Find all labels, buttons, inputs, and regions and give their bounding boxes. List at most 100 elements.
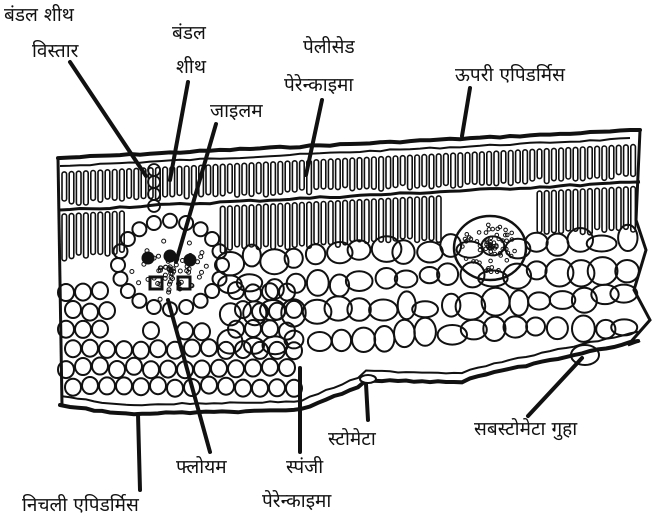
mesophyll-cell: [194, 323, 210, 340]
palisade-cell: [120, 169, 125, 201]
label-xylem: जाइलम: [210, 100, 263, 122]
small-bundle-cell: [491, 227, 495, 231]
sheath-extension-cell: [148, 164, 160, 176]
palisade-cell: [544, 191, 549, 234]
palisade-cell: [242, 163, 247, 195]
mesophyll-cell: [184, 340, 200, 357]
palisade-cell: [328, 159, 333, 189]
palisade-cell: [429, 196, 434, 240]
palisade-cell: [76, 171, 81, 205]
label-stomata: स्टोमेटा: [328, 428, 376, 450]
palisade-cell: [501, 151, 506, 183]
spongy-cell: [352, 328, 375, 352]
palisade-cell: [566, 148, 571, 179]
small-bundle-cell: [510, 231, 514, 235]
spongy-cell: [392, 240, 414, 264]
palisade-cell: [422, 197, 427, 241]
mesophyll-cell: [116, 377, 132, 394]
palisade-cell: [386, 156, 391, 188]
palisade-cell: [588, 189, 593, 235]
palisade-cell: [624, 145, 629, 176]
small-bundle-cell: [513, 249, 517, 253]
bundle-sheath-cell: [194, 222, 208, 236]
label-substomatal-cavity: सबस्टोमेटा गुहा: [474, 418, 577, 440]
small-bundle-cell: [490, 266, 494, 270]
palisade-cell: [616, 145, 621, 174]
spongy-cell: [308, 332, 332, 351]
palisade-cell: [372, 199, 377, 242]
spongy-cell: [587, 236, 617, 252]
bundle-sheath-cell: [132, 294, 146, 308]
phloem-cell: [130, 270, 134, 274]
spongy-cell: [482, 288, 510, 316]
phloem-cell: [178, 269, 182, 273]
spongy-cell: [243, 245, 261, 267]
mesophyll-cell: [262, 320, 278, 337]
palisade-cell: [379, 157, 384, 191]
palisade-cell: [588, 147, 593, 179]
spongy-cell: [610, 285, 637, 303]
phloem-cell: [137, 281, 141, 285]
stoma-pore: [360, 375, 376, 383]
mesophyll-cell: [109, 361, 125, 378]
palisade-cell: [321, 202, 326, 245]
bundle-sheath-cell: [132, 222, 146, 236]
bundle-sheath-cell: [163, 214, 177, 228]
palisade-cell: [415, 197, 420, 242]
palisade-cell: [523, 150, 528, 184]
spongy-cell: [547, 234, 569, 256]
palisade-cell: [429, 154, 434, 188]
palisade-cell: [271, 204, 276, 249]
spongy-cell: [504, 316, 528, 337]
label-bundle-sheath-extension-line2: विस्तार: [32, 40, 78, 62]
palisade-cell: [292, 203, 297, 248]
palisade-cell: [321, 160, 326, 189]
small-bundle-cell: [487, 223, 491, 227]
palisade-cell: [163, 167, 168, 197]
palisade-cell: [134, 168, 139, 199]
pointer-stomata: [366, 384, 368, 420]
palisade-cell: [472, 152, 477, 184]
mesophyll-cell: [194, 361, 210, 378]
spongy-cell: [374, 326, 394, 352]
mesophyll-cell: [133, 378, 149, 395]
mesophyll-cell: [245, 320, 261, 337]
small-bundle-cell: [477, 231, 481, 235]
palisade-cell: [436, 154, 441, 187]
palisade-cell: [544, 149, 549, 184]
phloem-cell: [199, 255, 203, 259]
spongy-cell: [572, 316, 595, 342]
mesophyll-cell: [269, 303, 285, 320]
mesophyll-cell: [235, 380, 251, 397]
palisade-cell: [465, 153, 470, 185]
mesophyll-cell: [99, 341, 115, 358]
phloem-cell: [162, 239, 166, 243]
palisade-cell: [264, 204, 269, 246]
palisade-cell: [300, 203, 305, 246]
palisade-cell: [602, 146, 607, 180]
phloem-cell: [200, 251, 204, 255]
spongy-cell: [395, 271, 418, 288]
mesophyll-cell: [286, 342, 302, 359]
mesophyll-cell: [252, 380, 268, 397]
palisade-cell: [573, 147, 578, 181]
palisade-cell: [328, 201, 333, 245]
palisade-cell: [278, 204, 283, 247]
palisade-cell: [451, 153, 456, 188]
mesophyll-cell: [167, 380, 183, 397]
mesophyll-cell: [262, 359, 278, 376]
spongy-cell: [306, 244, 325, 264]
spongy-cell: [615, 260, 639, 282]
mesophyll-cell: [211, 360, 227, 377]
bundle-sheath-cell: [121, 232, 135, 246]
palisade-cell: [444, 154, 449, 186]
mesophyll-cell: [201, 339, 217, 356]
mesophyll-cell: [245, 360, 261, 377]
mesophyll-cell: [92, 282, 108, 299]
mesophyll-cell: [65, 379, 81, 396]
spongy-cell: [417, 242, 443, 263]
palisade-cell: [343, 158, 348, 187]
palisade-cell: [393, 198, 398, 241]
mesophyll-cell: [160, 361, 176, 378]
palisade-cell: [537, 191, 542, 233]
